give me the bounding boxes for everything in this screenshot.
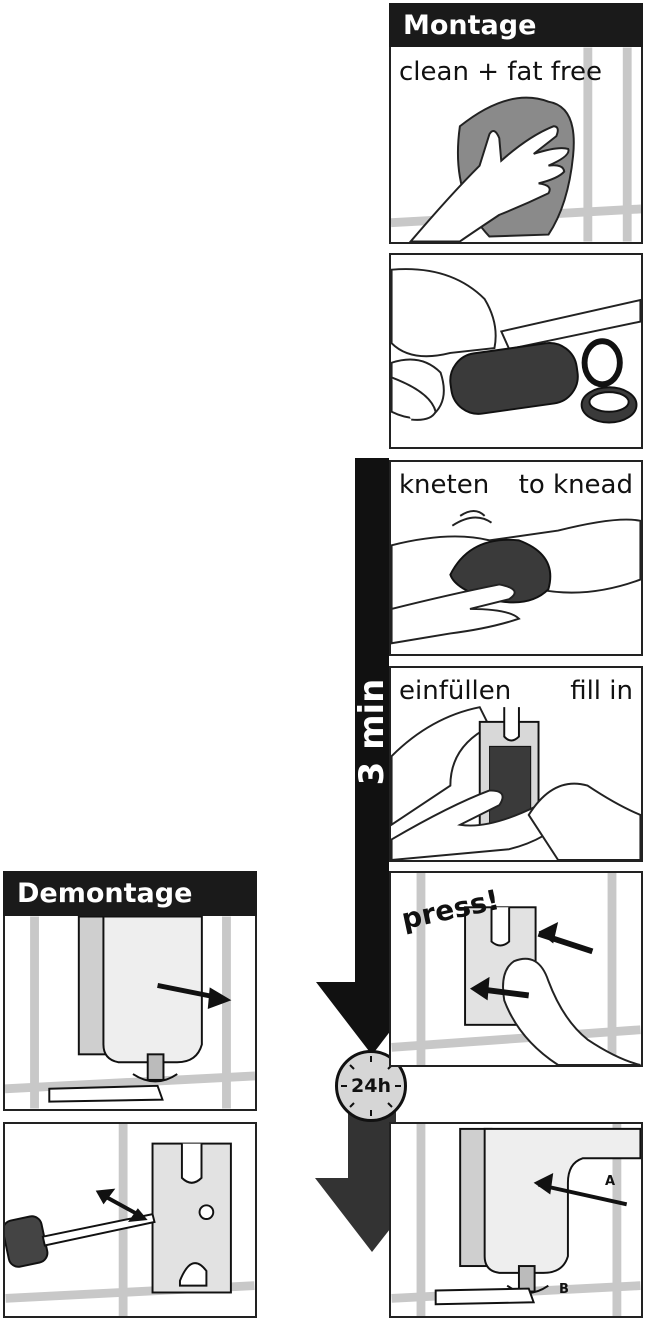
label-a: A [605,1174,616,1189]
filling-holder-illustration [391,706,641,860]
pry-holder-illustration [5,1124,255,1316]
cure-time-label: 24h [351,1075,391,1097]
cutting-putty-illustration [391,268,641,424]
loosen-screw-illustration [5,916,255,1109]
pressing-holder-illustration [391,873,641,1065]
step-fill-caption-de: einfüllen [399,676,512,706]
step-knead-caption-en: to knead [518,470,633,500]
step-clean-caption: clean + fat free [399,57,603,87]
step-clean-panel: clean + fat free [389,47,643,244]
wiping-hand-illustration [391,47,641,242]
step-fill-panel: einfüllen fill in [389,666,643,862]
demontage-step2-panel [3,1122,257,1318]
working-time-label: 3 min [352,678,392,786]
step-press-panel: press! [389,871,643,1067]
montage-header: Montage [389,3,643,49]
demontage-header: Demontage [3,871,257,917]
step-cut-panel [389,253,643,449]
step-knead-panel: kneten to knead [389,460,643,656]
kneading-hands-illustration [391,510,641,645]
demontage-step1-panel [3,916,257,1111]
step-fill-caption-en: fill in [570,676,633,706]
mounting-fixture-illustration [391,1124,641,1316]
step-attach-panel: A B [389,1122,643,1318]
label-b: B [559,1282,569,1297]
step-knead-caption-de: kneten [399,470,490,500]
